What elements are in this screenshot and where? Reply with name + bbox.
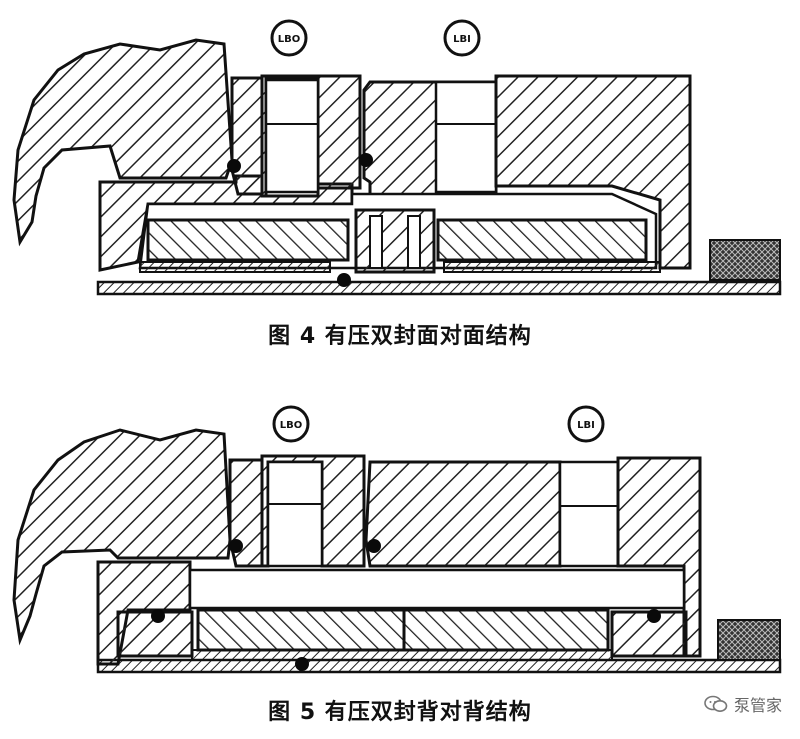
inner-cavity	[188, 568, 686, 610]
left-gland	[230, 76, 264, 196]
right-housing	[494, 74, 692, 270]
o-ring	[229, 539, 243, 553]
rotating-ring-right	[436, 218, 648, 262]
watermark-text: 泵管家	[733, 696, 782, 715]
shaft-collar	[717, 619, 781, 661]
figure-5-caption: 图 5 有压双封背对背结构	[268, 700, 532, 725]
port-label-lbi: LBI	[443, 19, 481, 57]
o-ring	[647, 609, 661, 623]
watermark: 泵管家	[704, 692, 782, 716]
retainer-right	[443, 261, 661, 273]
seal-head-left	[116, 610, 194, 658]
svg-text:LBO: LBO	[280, 420, 303, 431]
figure-4-face-to-face: LBO LBI	[12, 19, 782, 296]
shaft-sleeve	[96, 280, 782, 296]
o-ring	[367, 539, 381, 553]
port-channel-right	[558, 460, 620, 568]
center-body	[364, 460, 562, 568]
pump-housing	[12, 428, 232, 646]
retainer	[191, 649, 613, 661]
retainer-left	[139, 261, 331, 273]
rotating-ring-left	[196, 608, 406, 652]
figure-4-caption: 图 4 有压双封面对面结构	[268, 324, 532, 349]
port-label-lbo: LBO	[272, 405, 310, 443]
svg-text:LBI: LBI	[577, 420, 595, 431]
shaft-sleeve	[96, 658, 782, 674]
svg-text:LBO: LBO	[278, 34, 301, 45]
center-stationary-block	[354, 208, 436, 274]
o-ring	[151, 609, 165, 623]
o-ring	[359, 153, 373, 167]
port-channel-left	[266, 460, 324, 568]
shaft-collar	[709, 239, 781, 281]
o-ring	[295, 657, 309, 671]
wechat-bubble-icon	[704, 695, 728, 712]
port-label-lbo: LBO	[270, 19, 308, 57]
left-port-block	[260, 74, 362, 198]
o-ring	[337, 273, 351, 287]
svg-text:LBI: LBI	[453, 34, 471, 45]
o-ring	[227, 159, 241, 173]
pump-housing	[12, 38, 234, 247]
figure-5-back-to-back: LBO LBI	[12, 405, 782, 674]
port-channel-left	[264, 78, 320, 194]
port-channel-right	[434, 80, 498, 194]
rotating-ring-right	[402, 608, 610, 652]
rotating-ring-left	[146, 218, 350, 262]
port-label-lbi: LBI	[567, 405, 605, 443]
